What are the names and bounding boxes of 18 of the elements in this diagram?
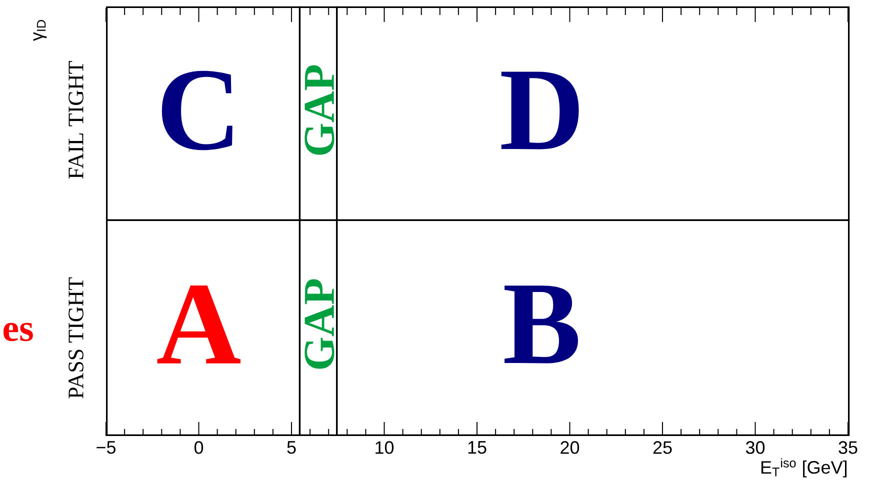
tick-label: 5 — [287, 441, 296, 454]
region-box — [298, 219, 338, 436]
region-letter: C — [162, 70, 232, 150]
gap-label: GAP — [304, 65, 334, 155]
region-box — [336, 219, 850, 436]
region-letter: D — [501, 72, 579, 150]
tick-label: −5 — [96, 441, 116, 454]
partial-title: es — [4, 322, 33, 342]
tick-label: 35 — [838, 441, 858, 454]
tick-label: 10 — [376, 441, 394, 454]
region-box — [106, 219, 301, 436]
axis-label: FAIL TIGHT — [68, 61, 84, 179]
region-letter: A — [157, 286, 240, 364]
region-box — [106, 6, 301, 221]
region-box — [336, 6, 850, 221]
gap-label: GAP — [304, 279, 334, 369]
region-box — [298, 6, 338, 221]
region-letter: B — [504, 286, 578, 364]
